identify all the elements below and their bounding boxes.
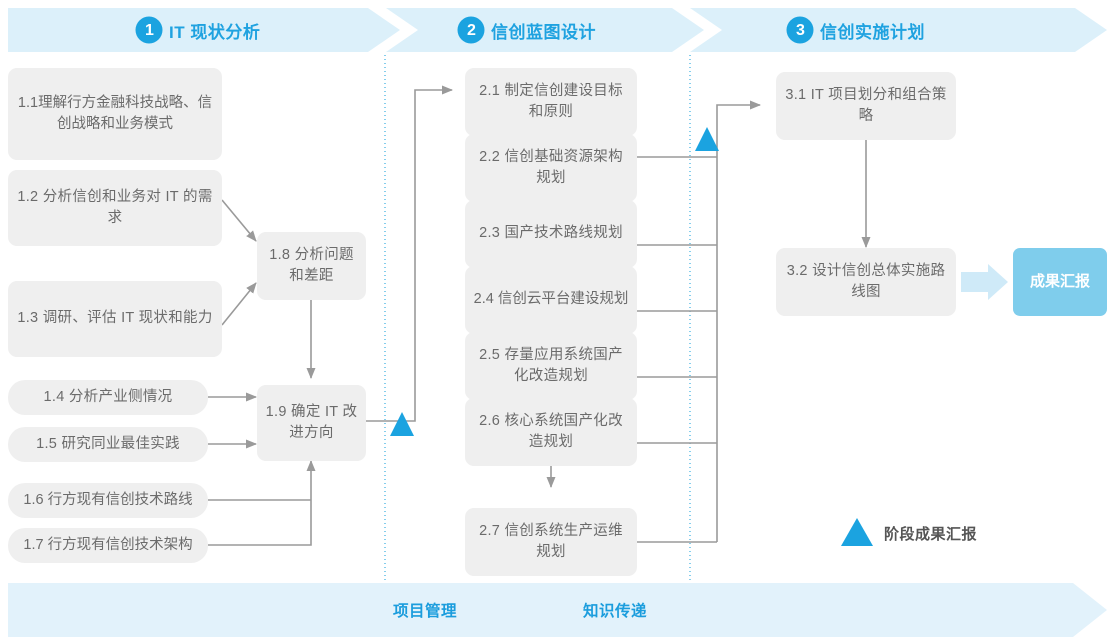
connector-1.7-to-1.9 — [208, 460, 316, 546]
result-arrow-icon — [961, 264, 1008, 300]
phase-header-band: 1 IT 现状分析 2 信创蓝图设计 3 信创实施计划 — [8, 8, 1107, 52]
box-1.7-label: 1.7 行方现有信创技术架构 — [23, 536, 193, 553]
phase3-boxes: 3.1 IT 项目划分和组合策略 3.2 设计信创总体实施路线图 成果汇报 — [776, 72, 1107, 316]
milestone-triangle-phase2-icon — [695, 127, 719, 151]
box-2.6[interactable] — [465, 398, 637, 466]
box-2.1-label: 2.1 制定信创建设目标和原则 — [479, 82, 623, 120]
footer-band: 项目管理 知识传递 — [8, 583, 1107, 637]
phase-title-2: 信创蓝图设计 — [491, 23, 596, 42]
box-1.1[interactable] — [8, 68, 222, 160]
box-3.2-label: 3.2 设计信创总体实施路线图 — [786, 262, 946, 300]
box-1.6-label: 1.6 行方现有信创技术路线 — [23, 491, 193, 508]
box-2.3-label: 2.3 国产技术路线规划 — [479, 225, 623, 242]
phase-number-1: 1 — [145, 21, 154, 39]
box-1.8[interactable] — [257, 232, 366, 300]
box-1.6[interactable] — [8, 483, 208, 518]
phase2-boxes: 2.1 制定信创建设目标和原则 2.2 信创基础资源架构规划 2.3 国产技术路… — [465, 68, 637, 576]
box-1.3[interactable] — [8, 281, 222, 357]
box-1.9-label: 1.9 确定 IT 改进方向 — [265, 403, 358, 441]
box-1.8-label: 1.8 分析问题和差距 — [269, 246, 354, 284]
legend-triangle-icon — [841, 518, 873, 546]
box-3.1-label: 3.1 IT 项目划分和组合策略 — [785, 86, 947, 124]
legend: 阶段成果汇报 — [841, 518, 978, 546]
connector-1.9-to-2.1 — [366, 85, 453, 422]
box-2.4[interactable] — [465, 266, 637, 334]
box-1.4-label: 1.4 分析产业侧情况 — [43, 388, 173, 405]
box-2.2[interactable] — [465, 134, 637, 202]
phase-band-1 — [8, 8, 400, 52]
box-3.1[interactable] — [776, 72, 956, 140]
phase1-boxes: 1.1理解行方金融科技战略、信创战略和业务模式 1.2 分析信创和业务对 IT … — [8, 68, 366, 563]
box-1.2[interactable] — [8, 170, 222, 246]
phase-number-circle-3 — [786, 16, 814, 44]
milestone-markers — [390, 127, 719, 436]
box-1.5[interactable] — [8, 427, 208, 462]
box-2.5-label: 2.5 存量应用系统国产化改造规划 — [479, 346, 623, 384]
phase-number-3: 3 — [796, 21, 805, 39]
box-1.7[interactable] — [8, 528, 208, 563]
phase-number-circle-2 — [457, 16, 485, 44]
box-2.2-label: 2.2 信创基础资源架构规划 — [479, 148, 623, 186]
footer-band-shape — [8, 583, 1107, 637]
phase-title-3: 信创实施计划 — [820, 23, 925, 42]
box-2.5[interactable] — [465, 332, 637, 400]
box-1.4[interactable] — [8, 380, 208, 415]
box-2.6-label: 2.6 核心系统国产化改造规划 — [479, 412, 623, 450]
box-2.1[interactable] — [465, 68, 637, 136]
legend-label: 阶段成果汇报 — [884, 525, 978, 543]
box-3.2[interactable] — [776, 248, 956, 316]
connector-1.3-to-1.8 — [221, 282, 257, 326]
box-2.4-label: 2.4 信创云平台建设规划 — [473, 291, 629, 308]
phase-number-2: 2 — [467, 21, 476, 39]
box-2.7[interactable] — [465, 508, 637, 576]
box-1.9[interactable] — [257, 385, 366, 461]
box-1.3-label: 1.3 调研、评估 IT 现状和能力 — [17, 310, 213, 327]
box-2.7-label: 2.7 信创系统生产运维规划 — [479, 522, 623, 560]
connector-bundle-trunk — [716, 100, 761, 542]
box-1.2-label: 1.2 分析信创和业务对 IT 的需求 — [17, 188, 213, 226]
footer-item-project-management: 项目管理 — [392, 603, 457, 620]
box-1.5-label: 1.5 研究同业最佳实践 — [36, 435, 180, 452]
phase-number-circle-1 — [135, 16, 163, 44]
result-box-label: 成果汇报 — [1029, 273, 1090, 291]
box-1.1-label: 1.1理解行方金融科技战略、信创战略和业务模式 — [17, 94, 213, 132]
milestone-triangle-phase1-icon — [390, 412, 414, 436]
footer-item-knowledge-transfer: 知识传递 — [582, 603, 647, 620]
result-box[interactable] — [1013, 248, 1107, 316]
phase-title-1: IT 现状分析 — [169, 23, 261, 42]
connector-1.2-to-1.8 — [221, 199, 257, 242]
box-2.3[interactable] — [465, 200, 637, 268]
